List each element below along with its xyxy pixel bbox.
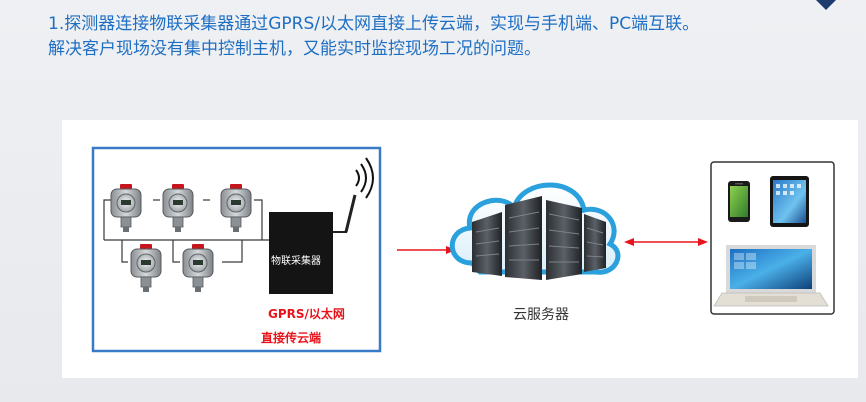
wireless-signal-icon [355,157,374,199]
cloud-server-icon [449,182,621,280]
intro-line-1: 1.探测器连接物联采集器通过GPRS/以太网直接上传云端，实现与手机端、PC端互… [48,14,700,34]
intro-text: 1.探测器连接物联采集器通过GPRS/以太网直接上传云端，实现与手机端、PC端互… [48,12,848,62]
laptop-icon [713,245,829,307]
arrow-head-icon [624,238,634,246]
iot-collector-box [269,212,333,294]
gas-detector-icon [130,243,162,293]
detector-wiring [103,199,270,263]
antenna-icon [344,194,357,233]
gas-detector-icon [110,183,142,233]
gas-detector-icon [220,183,252,233]
gprs-label: GPRS/以太网 [268,307,345,321]
corner-marker-icon [816,0,836,10]
collector-label: 物联采集器 [271,256,321,267]
gas-detector-icon [182,243,214,293]
intro-line-2: 解决客户现场没有集中控制主机，又能实时监控现场工况的问题。 [48,39,541,59]
tablet-icon [770,176,809,227]
smartphone-icon [728,181,750,222]
cloud-server-label: 云服务器 [513,307,569,323]
arrow-head-icon [698,238,708,246]
upload-label: 直接传云端 [261,331,322,345]
gas-detector-icon [162,183,194,233]
site-frame [91,146,382,353]
